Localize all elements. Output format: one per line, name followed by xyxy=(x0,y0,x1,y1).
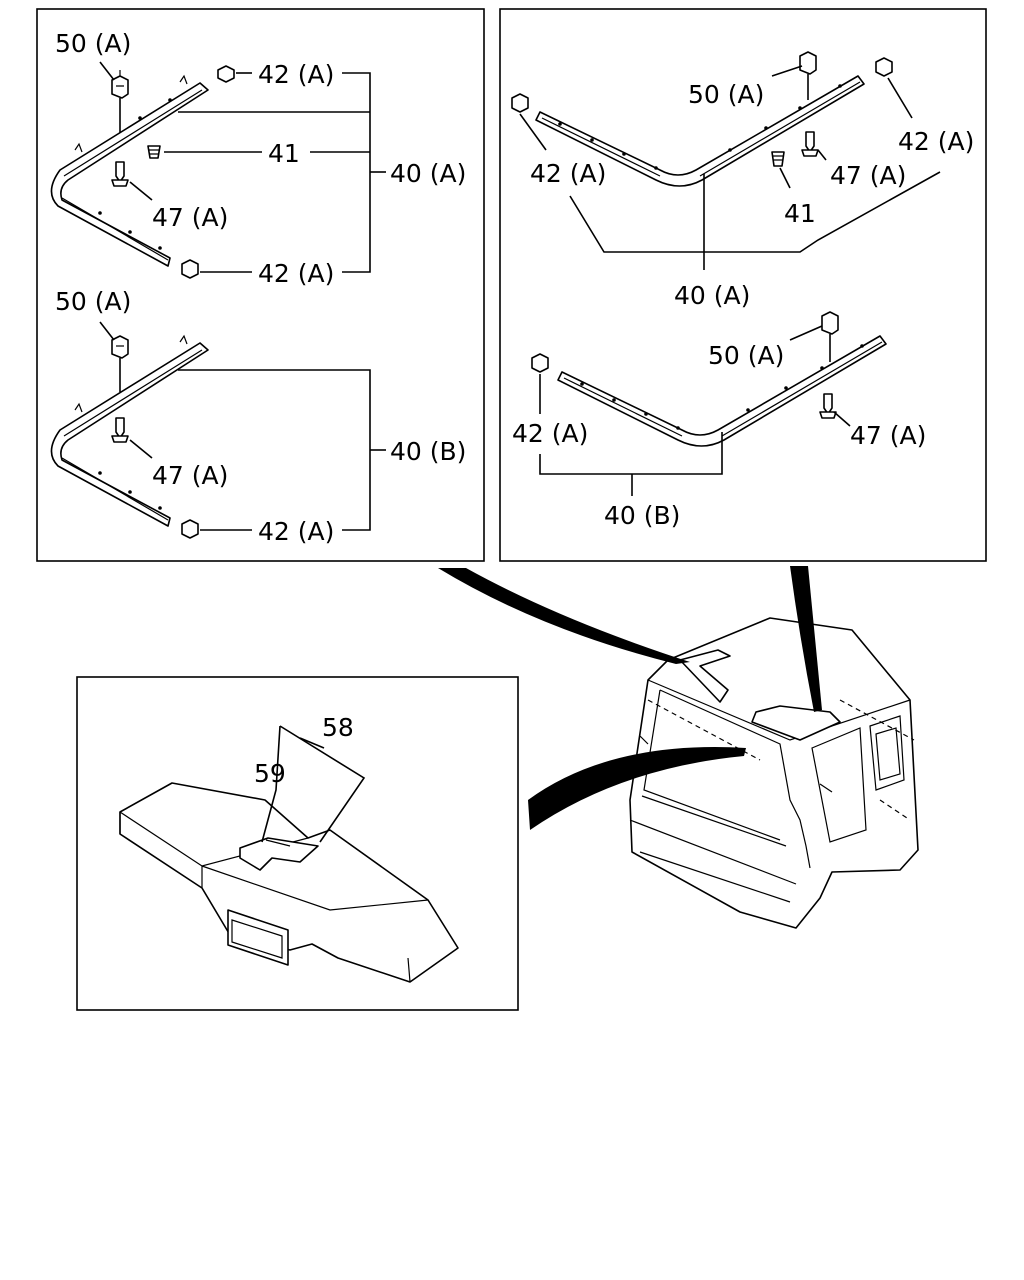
screw-47a-right-bottom xyxy=(819,393,837,419)
label-br-molding: 40 (B) xyxy=(604,501,680,530)
label-pad: 59 xyxy=(254,759,286,788)
fastener-41-left xyxy=(147,145,161,159)
screw-47a-right-top xyxy=(801,131,819,157)
label-tl-fastener: 41 xyxy=(268,139,300,168)
clip-50a-left-bottom xyxy=(111,335,129,359)
vehicle-rear-body xyxy=(629,617,919,929)
label-bl-molding: 40 (B) xyxy=(390,437,466,466)
clip-50a-left-top xyxy=(111,70,129,99)
molding-40b-left xyxy=(50,334,209,527)
molding-40a-right xyxy=(535,75,865,187)
cap-42a-left-bottom xyxy=(181,259,199,279)
cap-42a-right-left xyxy=(511,93,529,113)
pointer-cover-panel xyxy=(528,747,746,830)
label-tl-screw: 47 (A) xyxy=(152,203,228,232)
cap-42a-left-top xyxy=(217,65,235,83)
clip-50a-right-top xyxy=(799,51,817,75)
label-tl-molding: 40 (A) xyxy=(390,159,466,188)
cover-detail-panel xyxy=(76,676,519,1011)
label-tr-molding: 40 (A) xyxy=(674,281,750,310)
pointer-right-panel xyxy=(790,566,822,712)
label-tl-clip: 50 (A) xyxy=(55,29,131,58)
label-tl-cap-top: 42 (A) xyxy=(258,60,334,89)
right-detail-panel xyxy=(499,8,987,562)
label-br-screw: 47 (A) xyxy=(850,421,926,450)
label-tr-clip: 50 (A) xyxy=(688,80,764,109)
molding-40b-right xyxy=(557,335,887,447)
screw-47a-left-bottom xyxy=(111,417,129,443)
cap-42a-left-lower xyxy=(181,519,199,539)
label-bl-clip: 50 (A) xyxy=(55,287,131,316)
label-tr-cap-right: 42 (A) xyxy=(898,127,974,156)
label-br-clip: 50 (A) xyxy=(708,341,784,370)
fastener-41-right xyxy=(771,151,785,167)
pad-59-part xyxy=(239,837,319,871)
cap-42a-right-lower xyxy=(531,353,549,373)
left-detail-panel xyxy=(36,8,485,562)
clip-50a-right-bottom xyxy=(821,311,839,335)
label-bl-screw: 47 (A) xyxy=(152,461,228,490)
label-cover: 58 xyxy=(322,713,354,742)
screw-47a-left-top xyxy=(111,161,129,187)
molding-40a-left xyxy=(50,74,209,267)
pointer-left-panel xyxy=(438,568,690,664)
label-bl-cap: 42 (A) xyxy=(258,517,334,546)
label-tr-cap-left: 42 (A) xyxy=(530,159,606,188)
label-tr-fastener: 41 xyxy=(784,199,816,228)
cover-58-part xyxy=(119,782,459,983)
label-tr-screw: 47 (A) xyxy=(830,161,906,190)
label-br-cap: 42 (A) xyxy=(512,419,588,448)
label-tl-cap-bottom: 42 (A) xyxy=(258,259,334,288)
cap-42a-right-upper xyxy=(875,57,893,77)
